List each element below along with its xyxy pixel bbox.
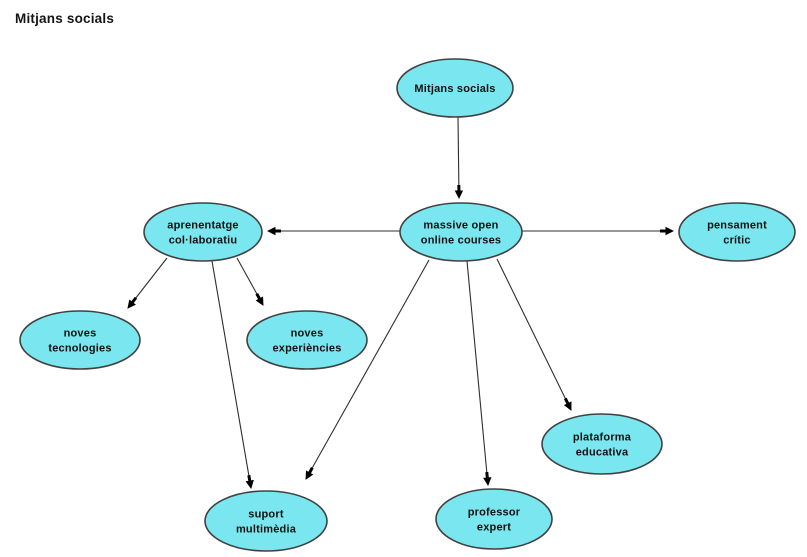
- node-mitjans-socials: Mitjans socials: [396, 58, 514, 118]
- node-ellipse-professor-expert: [435, 488, 553, 550]
- edge-massive-open-online-courses-to-professor-expert: [466, 260, 492, 486]
- page-title: Mitjans socials: [15, 11, 115, 26]
- edge-aprenentatge-collaboratiu-to-suport-multimedia: [211, 260, 254, 489]
- node-ellipse-massive-open-online-courses: [399, 202, 523, 262]
- node-ellipse-mitjans-socials: [396, 58, 514, 118]
- edge-aprenentatge-collaboratiu-to-noves-experiencies: [236, 257, 264, 306]
- node-ellipse-plataforma-educativa: [541, 413, 663, 475]
- node-ellipse-aprenentatge-collaboratiu: [143, 202, 263, 262]
- node-ellipse-noves-tecnologies: [19, 310, 141, 370]
- node-ellipse-pensament-critic: [678, 202, 796, 262]
- edges-layer: [127, 116, 674, 489]
- edge-massive-open-online-courses-to-plataforma-educativa: [496, 258, 572, 411]
- node-label-mitjans-socials: Mitjans socials: [414, 83, 495, 95]
- node-ellipse-suport-multimedia: [204, 490, 328, 552]
- edge-mitjans-socials-to-massive-open-online-courses: [454, 116, 464, 199]
- edge-aprenentatge-collaboratiu-to-noves-tecnologies: [127, 257, 168, 309]
- edge-massive-open-online-courses-to-suport-multimedia: [305, 259, 430, 480]
- node-ellipse-noves-experiencies: [246, 310, 368, 370]
